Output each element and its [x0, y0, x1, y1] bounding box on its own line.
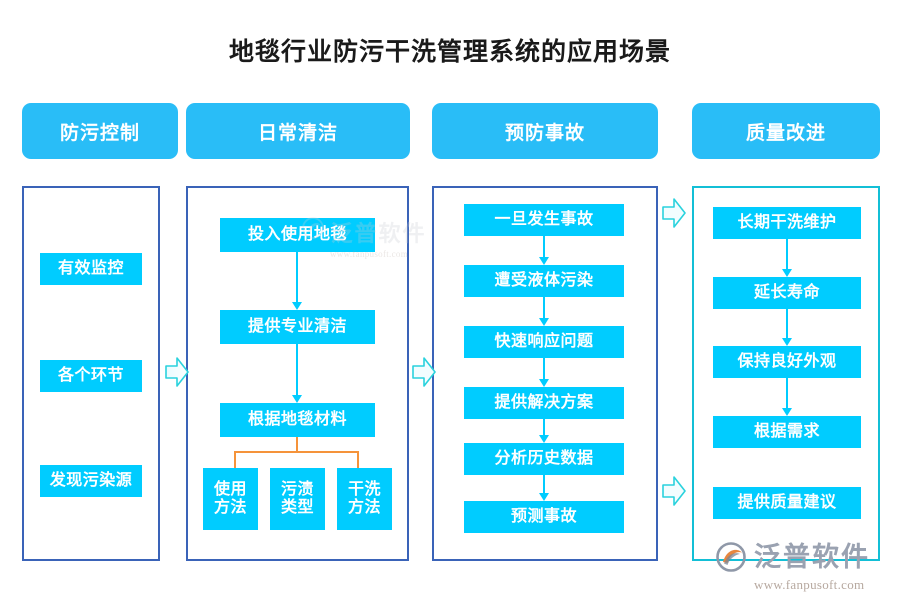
header-pill-fangwu-kongzhi[interactable]: 防污控制 [22, 103, 178, 159]
flow-arrow-down [290, 344, 304, 403]
leaf-line-2: 类型 [280, 499, 314, 516]
chevron-arrow-col2-col3 [411, 355, 437, 389]
column-richang-qingjie: 投入使用地毯 提供专业清洁 根据地毯材料 使用 方法 污渍 类型 干洗 方法 [186, 186, 409, 561]
column-yufang-shigu: 一旦发生事故 遭受液体污染 快速响应问题 提供解决方案 分析历史数据 预测事故 [432, 186, 658, 561]
node-ganxi-fangfa[interactable]: 干洗 方法 [337, 468, 392, 530]
node-wuzi-leixing[interactable]: 污渍 类型 [270, 468, 325, 530]
node-tigong-zhiliang-jianyi[interactable]: 提供质量建议 [713, 487, 861, 519]
flow-arrow-down [537, 236, 551, 265]
leaf-line-1: 污渍 [280, 480, 314, 498]
header-pill-zhiliang-gaijin[interactable]: 质量改进 [692, 103, 880, 159]
flow-arrow-down [537, 297, 551, 326]
chevron-arrow-col3-col4-top [661, 196, 687, 230]
flow-arrow-down [537, 358, 551, 387]
leaf-line-1: 使用 [213, 480, 247, 498]
node-youxiao-jiankong[interactable]: 有效监控 [40, 253, 142, 285]
node-yuce-shigu[interactable]: 预测事故 [464, 501, 624, 533]
leaf-line-1: 干洗 [347, 480, 381, 498]
node-baochi-lianghao-waiguan[interactable]: 保持良好外观 [713, 346, 861, 378]
flow-arrow-down [780, 239, 794, 277]
brand-url: www.fanpusoft.com [754, 577, 865, 592]
leaf-line-2: 方法 [347, 499, 381, 516]
flow-arrow-down [537, 475, 551, 501]
node-yidan-fasheng-shigu[interactable]: 一旦发生事故 [464, 204, 624, 236]
node-touru-shiyong-ditan[interactable]: 投入使用地毯 [220, 218, 375, 252]
node-changqi-ganxi-weihu[interactable]: 长期干洗维护 [713, 207, 861, 239]
flow-arrow-down [290, 252, 304, 310]
header-row: 防污控制 日常清洁 预防事故 质量改进 [0, 103, 900, 159]
flow-arrow-down [780, 378, 794, 416]
header-pill-yufang-shigu[interactable]: 预防事故 [432, 103, 658, 159]
page-title: 地毯行业防污干洗管理系统的应用场景 [228, 38, 671, 66]
brand-logo: 泛普软件 www.fanpusoft.com [714, 540, 886, 592]
column-zhiliang-gaijin: 长期干洗维护 延长寿命 保持良好外观 根据需求 提供质量建议 [692, 186, 880, 561]
column-fangwu-kongzhi: 有效监控 各个环节 发现污染源 [22, 186, 160, 561]
node-fenxi-lishi-shuju[interactable]: 分析历史数据 [464, 443, 624, 475]
node-gege-huanjie[interactable]: 各个环节 [40, 360, 142, 392]
node-tigong-zhuanye-qingjie[interactable]: 提供专业清洁 [220, 310, 375, 344]
flow-arrow-down [537, 419, 551, 443]
node-genju-xuqiu[interactable]: 根据需求 [713, 416, 861, 448]
fanpu-logo-icon [714, 540, 748, 574]
header-pill-richang-qingjie[interactable]: 日常清洁 [186, 103, 410, 159]
node-yanchang-shouming[interactable]: 延长寿命 [713, 277, 861, 309]
node-shiyong-fangfa[interactable]: 使用 方法 [203, 468, 258, 530]
flow-arrow-down [780, 309, 794, 346]
node-tigong-jiejue-fangan[interactable]: 提供解决方案 [464, 387, 624, 419]
leaf-line-2: 方法 [213, 499, 247, 516]
chevron-arrow-col3-col4-bottom [661, 474, 687, 508]
brand-name: 泛普软件 [754, 541, 870, 572]
node-zaoshou-yeti-wuran[interactable]: 遭受液体污染 [464, 265, 624, 297]
chevron-arrow-col1-col2 [164, 355, 190, 389]
node-genju-ditan-cailiao[interactable]: 根据地毯材料 [220, 403, 375, 437]
node-faxian-wuranyuan[interactable]: 发现污染源 [40, 465, 142, 497]
node-kuaisu-xiangying-wenti[interactable]: 快速响应问题 [464, 326, 624, 358]
